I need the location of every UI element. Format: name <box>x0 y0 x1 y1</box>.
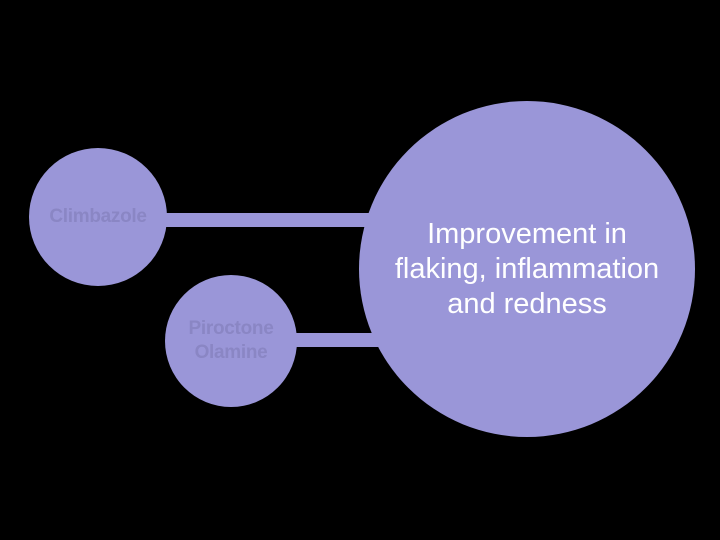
node-climbazole: Climbazole <box>29 148 167 286</box>
node-piroctone-olamine-label: Piroctone Olamine <box>189 317 274 365</box>
node-improvement: Improvement in flaking, inflammation and… <box>359 101 695 437</box>
node-piroctone-olamine: Piroctone Olamine <box>165 275 297 407</box>
label-line: flaking, inflammation <box>394 252 660 285</box>
label-line: and redness <box>447 287 607 320</box>
label-line: Olamine <box>194 342 268 363</box>
label-line: Climbazole <box>49 206 147 227</box>
node-improvement-label: Improvement in flaking, inflammation and… <box>395 217 659 322</box>
label-line: Piroctone <box>188 318 274 339</box>
node-climbazole-label: Climbazole <box>49 205 147 229</box>
label-line: Improvement in <box>427 217 627 250</box>
